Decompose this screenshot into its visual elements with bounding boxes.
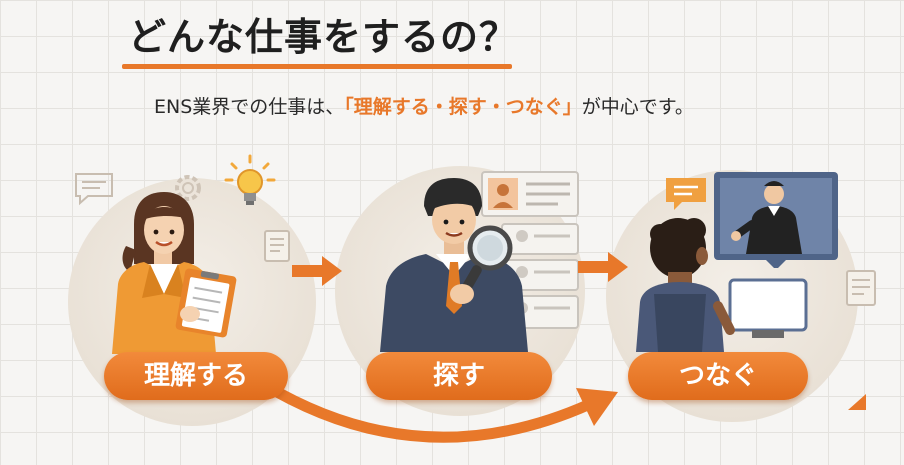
laptop-illustration — [728, 278, 808, 338]
gear-icon — [175, 175, 201, 201]
subtitle-lead: ENS業界での仕事は、 — [154, 96, 345, 118]
step-pill-connect: つなぐ — [628, 352, 808, 400]
arrow-tip-icon — [848, 394, 866, 410]
subtitle-tail: が中心です。 — [581, 96, 694, 118]
man-with-magnifier-illustration — [380, 178, 528, 352]
chat-bubble-icon — [75, 173, 113, 206]
subtitle: ENS業界での仕事は、「理解する・探す・つなぐ」が中心です。 — [154, 92, 694, 119]
step-pill-understand: 理解する — [104, 352, 288, 400]
step-pill-search: 探す — [366, 352, 552, 400]
arrow-right-icon — [292, 256, 342, 286]
subtitle-highlight: 「理解する・探す・つなぐ」 — [344, 96, 582, 118]
lightbulb-icon — [224, 154, 276, 205]
video-call-screen-illustration — [714, 172, 838, 268]
page-title: どんな仕事をするの？ — [128, 15, 519, 59]
arrow-right-icon — [578, 252, 628, 282]
person-at-desk-illustration — [636, 218, 735, 352]
document-icon — [264, 230, 290, 262]
chat-bubble-icon — [666, 178, 706, 210]
curved-arrow-icon — [254, 376, 618, 443]
woman-with-clipboard-illustration — [112, 192, 237, 354]
title-underline — [122, 64, 512, 69]
document-icon — [846, 270, 876, 306]
